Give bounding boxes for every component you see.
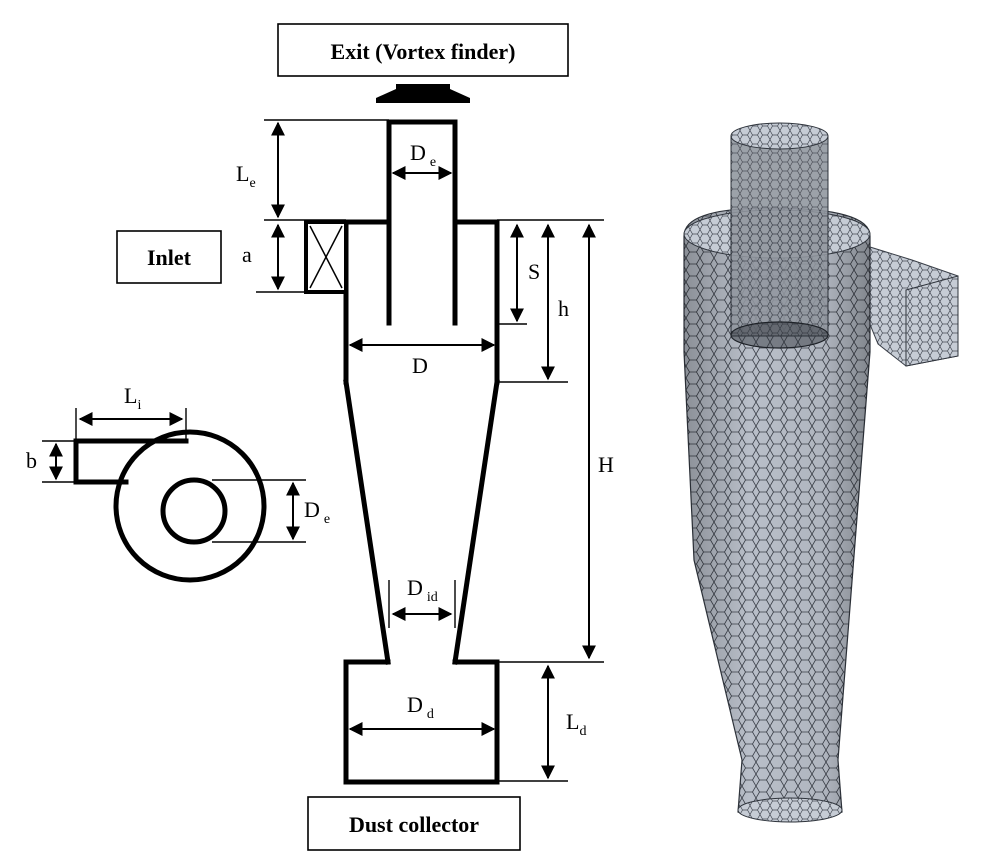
dust-collector-label: Dust collector (349, 812, 479, 837)
dim-b: b (26, 448, 37, 473)
dim-Li: Li (124, 383, 141, 413)
dust-collector-label-box: Dust collector (307, 796, 521, 851)
dim-H: H (598, 452, 614, 477)
top-view (73, 429, 267, 583)
dim-Le: Le (236, 161, 256, 191)
inlet-label-box: Inlet (116, 230, 222, 284)
dimension-arrows (49, 121, 596, 780)
dim-h: h (558, 296, 569, 321)
inlet-label: Inlet (147, 245, 192, 270)
cyclone-outline (343, 119, 500, 785)
exit-label: Exit (Vortex finder) (331, 39, 516, 64)
extension-lines (42, 119, 604, 782)
inlet-duct (304, 220, 348, 294)
exit-label-box: Exit (Vortex finder) (277, 23, 569, 77)
dim-D: D (412, 353, 428, 378)
cyclone-3d-mesh (683, 122, 959, 823)
dim-a: a (242, 242, 252, 267)
dim-S: S (528, 259, 540, 284)
dim-Ld: Ld (566, 709, 586, 739)
